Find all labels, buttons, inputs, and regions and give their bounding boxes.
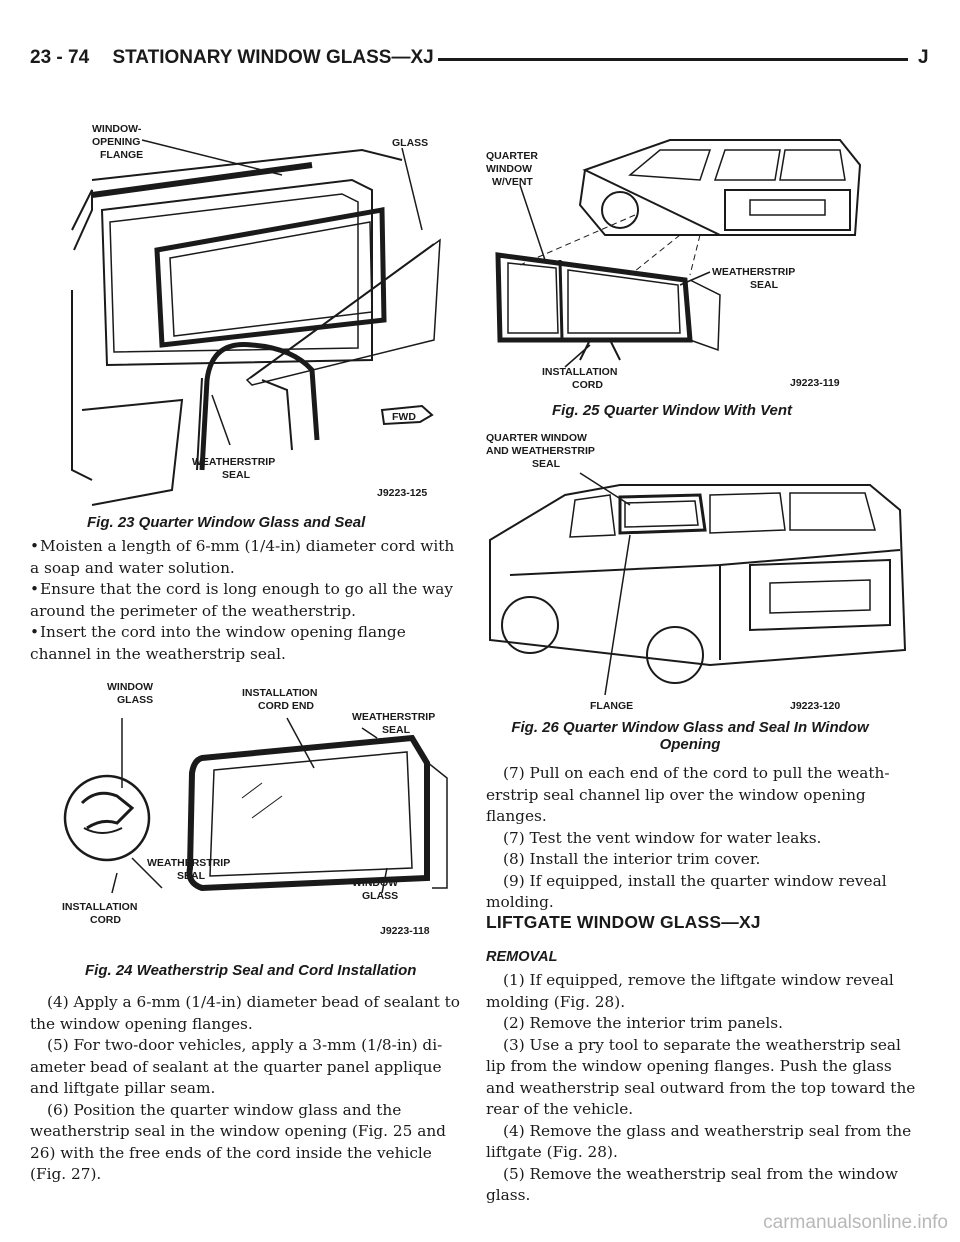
step-item: (4) Apply a 6-mm (1/4-in) diameter bead … [30, 993, 460, 1033]
label-cord: CORD [572, 379, 603, 391]
figure-code: J9223-119 [790, 377, 840, 389]
label-quarter: QUARTER [486, 150, 538, 162]
label-window: WINDOW [107, 681, 153, 693]
label-seal: SEAL [222, 469, 251, 481]
label-opening: OPENING [92, 136, 140, 148]
fig23-labels: WINDOW- OPENING FLANGE GLASS WEATHERSTRI… [92, 123, 428, 499]
step-item: (8) Install the interior trim cover. [503, 850, 761, 868]
step-item: (2) Remove the interior trim panels. [503, 1014, 783, 1032]
weatherstrip-cord-illustration: WINDOW GLASS INSTALLATION CORD END WEATH… [62, 681, 448, 937]
label-seal: SEAL [177, 870, 206, 882]
label-window: WINDOW- [92, 123, 142, 135]
page-header: 23 - 74 STATIONARY WINDOW GLASS—XJ [30, 47, 434, 69]
step-item: (5) For two-door vehicles, apply a 3-mm … [30, 1036, 443, 1097]
bullet-item: •Insert the cord into the window opening… [30, 623, 406, 663]
label-quarter-window: QUARTER WINDOW [486, 432, 587, 444]
label-flange: FLANGE [590, 700, 633, 712]
figure-26: QUARTER WINDOW AND WEATHERSTRIP SEAL FLA… [480, 425, 920, 760]
section-number: 23 - 74 [30, 47, 90, 68]
step-item: (5) Remove the weatherstrip seal from th… [486, 1164, 898, 1205]
figure-26-caption: Fig. 26 Quarter Window Glass and Seal In… [511, 719, 869, 753]
step-item: (7) Pull on each end of the cord to pull… [486, 764, 890, 825]
label-installation: INSTALLATION [242, 687, 317, 699]
removal-steps: (1) If equipped, remove the liftgate win… [486, 970, 922, 1207]
label-and-weatherstrip: AND WEATHERSTRIP [486, 445, 595, 457]
label-window: WINDOW [352, 877, 398, 889]
step-item: (3) Use a pry tool to separate the weath… [486, 1035, 916, 1119]
left-column-steps: (4) Apply a 6-mm (1/4-in) diameter bead … [30, 992, 466, 1186]
figure-24-caption: Fig. 24 Weatherstrip Seal and Cord Insta… [85, 962, 417, 979]
model-letter: J [918, 47, 929, 68]
label-seal: SEAL [382, 724, 411, 736]
figure-25-caption: Fig. 25 Quarter Window With Vent [552, 402, 793, 419]
label-seal: SEAL [750, 279, 779, 291]
figure-code: J9223-125 [377, 487, 427, 499]
left-column-bullets: •Moisten a length of 6-mm (1/4-in) diame… [30, 536, 466, 665]
label-seal: SEAL [532, 458, 561, 470]
label-weatherstrip: WEATHERSTRIP [712, 266, 795, 278]
step-item: (6) Position the quarter window glass an… [30, 1100, 446, 1184]
bullet-item: •Ensure that the cord is long enough to … [30, 580, 454, 620]
label-window: WINDOW [486, 163, 532, 175]
label-flange: FLANGE [100, 149, 143, 161]
label-glass: GLASS [362, 890, 398, 902]
label-installation: INSTALLATION [542, 366, 617, 378]
step-item: (4) Remove the glass and weatherstrip se… [486, 1121, 912, 1162]
label-w-vent: W/VENT [492, 176, 533, 188]
figure-code: J9223-120 [790, 700, 840, 712]
quarter-window-vent-illustration: QUARTER WINDOW W/VENT WEATHERSTRIP SEAL … [486, 139, 862, 391]
step-item: (9) If equipped, install the quarter win… [486, 871, 887, 912]
label-glass: GLASS [392, 137, 428, 149]
quarter-window-opening-illustration: QUARTER WINDOW AND WEATHERSTRIP SEAL FLA… [486, 432, 907, 712]
fig26-labels: QUARTER WINDOW AND WEATHERSTRIP SEAL FLA… [486, 432, 840, 712]
fwd-label: FWD [392, 411, 416, 423]
label-weatherstrip: WEATHERSTRIP [147, 857, 230, 869]
fig24-labels: WINDOW GLASS INSTALLATION CORD END WEATH… [62, 681, 435, 937]
figure-24: WINDOW GLASS INSTALLATION CORD END WEATH… [62, 678, 462, 979]
step-item: (1) If equipped, remove the liftgate win… [486, 971, 894, 1011]
header-rule [438, 58, 908, 61]
right-column-steps: (7) Pull on each end of the cord to pull… [486, 763, 922, 914]
bullet-item: •Moisten a length of 6-mm (1/4-in) diame… [30, 537, 455, 577]
fig25-labels: QUARTER WINDOW W/VENT WEATHERSTRIP SEAL … [486, 150, 840, 391]
section-title: STATIONARY WINDOW GLASS—XJ [112, 47, 434, 68]
figure-23: WINDOW- OPENING FLANGE GLASS WEATHERSTRI… [62, 110, 462, 531]
label-cord-end: CORD END [258, 700, 314, 712]
figure-23-caption: Fig. 23 Quarter Window Glass and Seal [87, 514, 366, 531]
subsection-heading: REMOVAL [486, 949, 558, 965]
label-glass: GLASS [117, 694, 153, 706]
label-cord: CORD [90, 914, 121, 926]
section-heading: LIFTGATE WINDOW GLASS—XJ [486, 912, 761, 932]
label-installation: INSTALLATION [62, 901, 137, 913]
label-weatherstrip: WEATHERSTRIP [192, 456, 275, 468]
label-weatherstrip: WEATHERSTRIP [352, 711, 435, 723]
watermark: carmanualsonline.info [763, 1212, 948, 1233]
figure-code: J9223-118 [380, 925, 430, 937]
figure-25: QUARTER WINDOW W/VENT WEATHERSTRIP SEAL … [480, 135, 920, 419]
quarter-window-glass-illustration: WINDOW- OPENING FLANGE GLASS WEATHERSTRI… [71, 123, 441, 506]
step-item: (7) Test the vent window for water leaks… [503, 828, 822, 847]
